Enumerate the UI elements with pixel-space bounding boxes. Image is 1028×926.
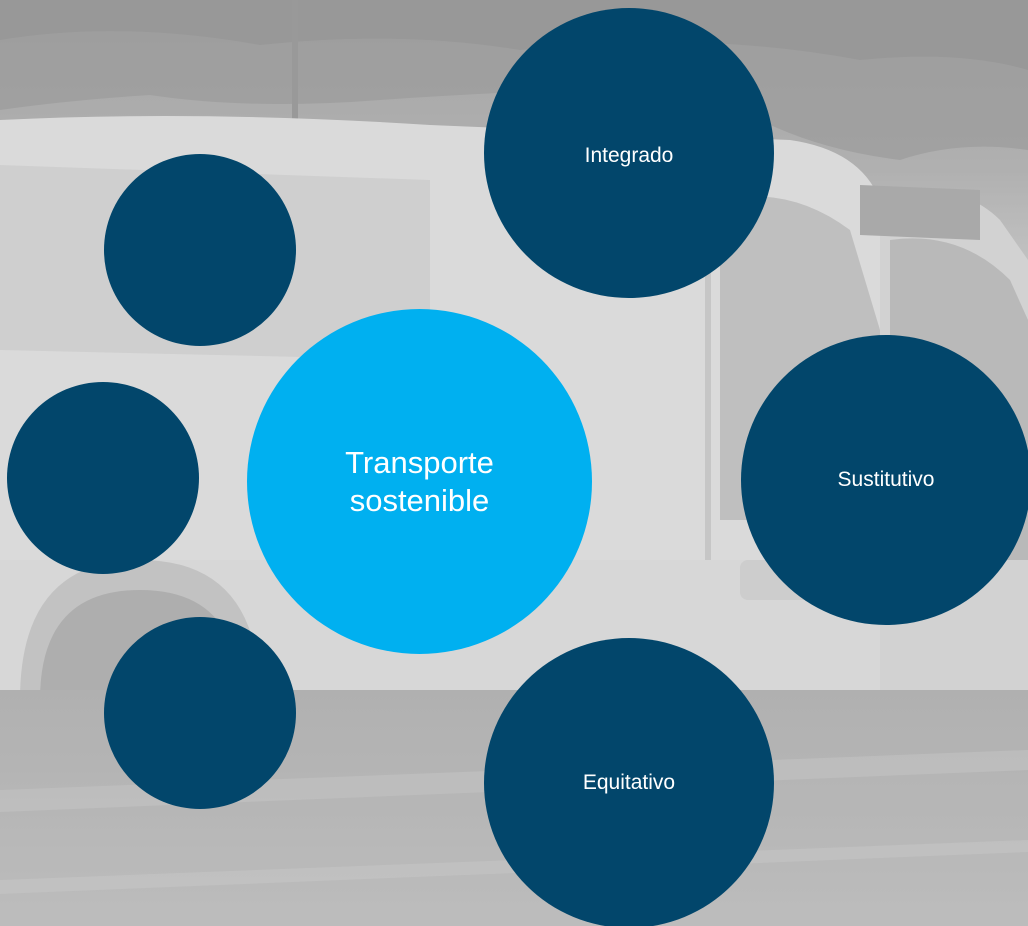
node-label: Sustitutivo	[837, 468, 935, 492]
node-integrado: Integrado	[484, 8, 774, 298]
center-node-transporte-sostenible: Transporte sostenible	[247, 309, 592, 654]
node-empty-bottom-left	[104, 617, 296, 809]
node-empty-top-left	[104, 154, 296, 346]
node-sustitutivo: Sustitutivo	[741, 335, 1028, 625]
node-equitativo: Equitativo	[484, 638, 774, 926]
node-label: Integrado	[584, 144, 674, 168]
center-node-label: Transporte sostenible	[345, 444, 494, 518]
node-label: Equitativo	[582, 771, 676, 795]
node-empty-middle-left	[7, 382, 199, 574]
